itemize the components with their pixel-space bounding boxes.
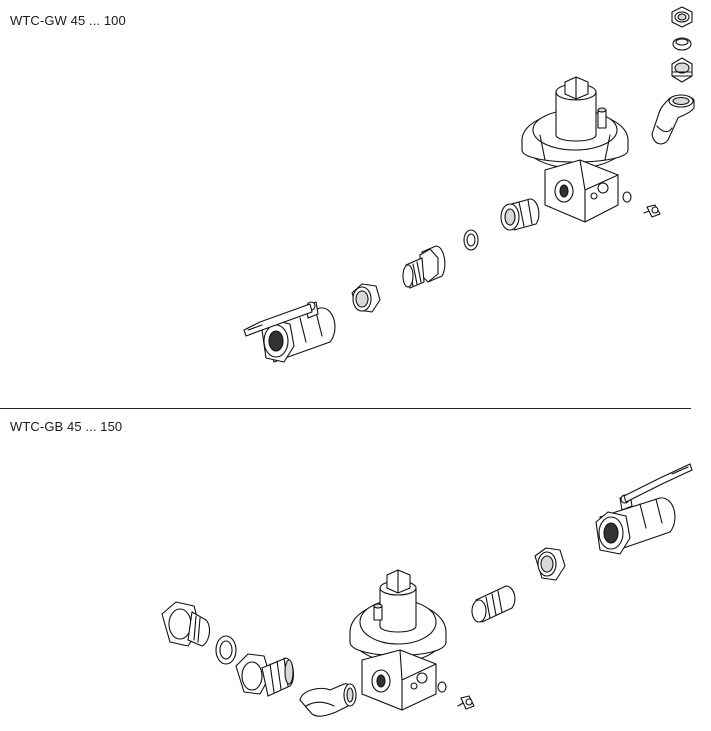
section-title-wtc-gw: WTC-GW 45 ... 100	[10, 13, 126, 28]
bottom-union	[236, 654, 293, 696]
bottom-hex-cap	[162, 602, 209, 646]
top-flanged-fitting	[501, 199, 539, 230]
top-assembly	[244, 7, 694, 362]
top-gasket	[464, 230, 478, 250]
section-title-wtc-gb: WTC-GB 45 ... 150	[10, 419, 123, 434]
top-ball-valve	[244, 302, 335, 362]
bottom-pressure-regulator	[350, 570, 446, 710]
top-hex-reducer	[352, 284, 380, 312]
bottom-gasket	[216, 636, 236, 664]
bottom-threaded-nipple	[472, 586, 515, 622]
top-sealing-ring	[673, 38, 691, 50]
top-test-nipple	[644, 205, 660, 217]
top-nut	[672, 7, 692, 27]
top-elbow	[652, 95, 694, 144]
bottom-test-nipple	[458, 696, 474, 709]
top-threaded-fitting	[672, 58, 692, 82]
bottom-assembly	[162, 464, 692, 716]
bottom-hex-reducer	[535, 548, 565, 580]
top-union	[403, 246, 445, 288]
section-divider	[0, 408, 691, 409]
top-pressure-regulator	[522, 77, 628, 222]
bottom-elbow	[300, 684, 356, 716]
bottom-small-o-ring	[438, 682, 446, 692]
top-small-o-ring	[623, 192, 631, 202]
bottom-ball-valve	[596, 464, 692, 554]
